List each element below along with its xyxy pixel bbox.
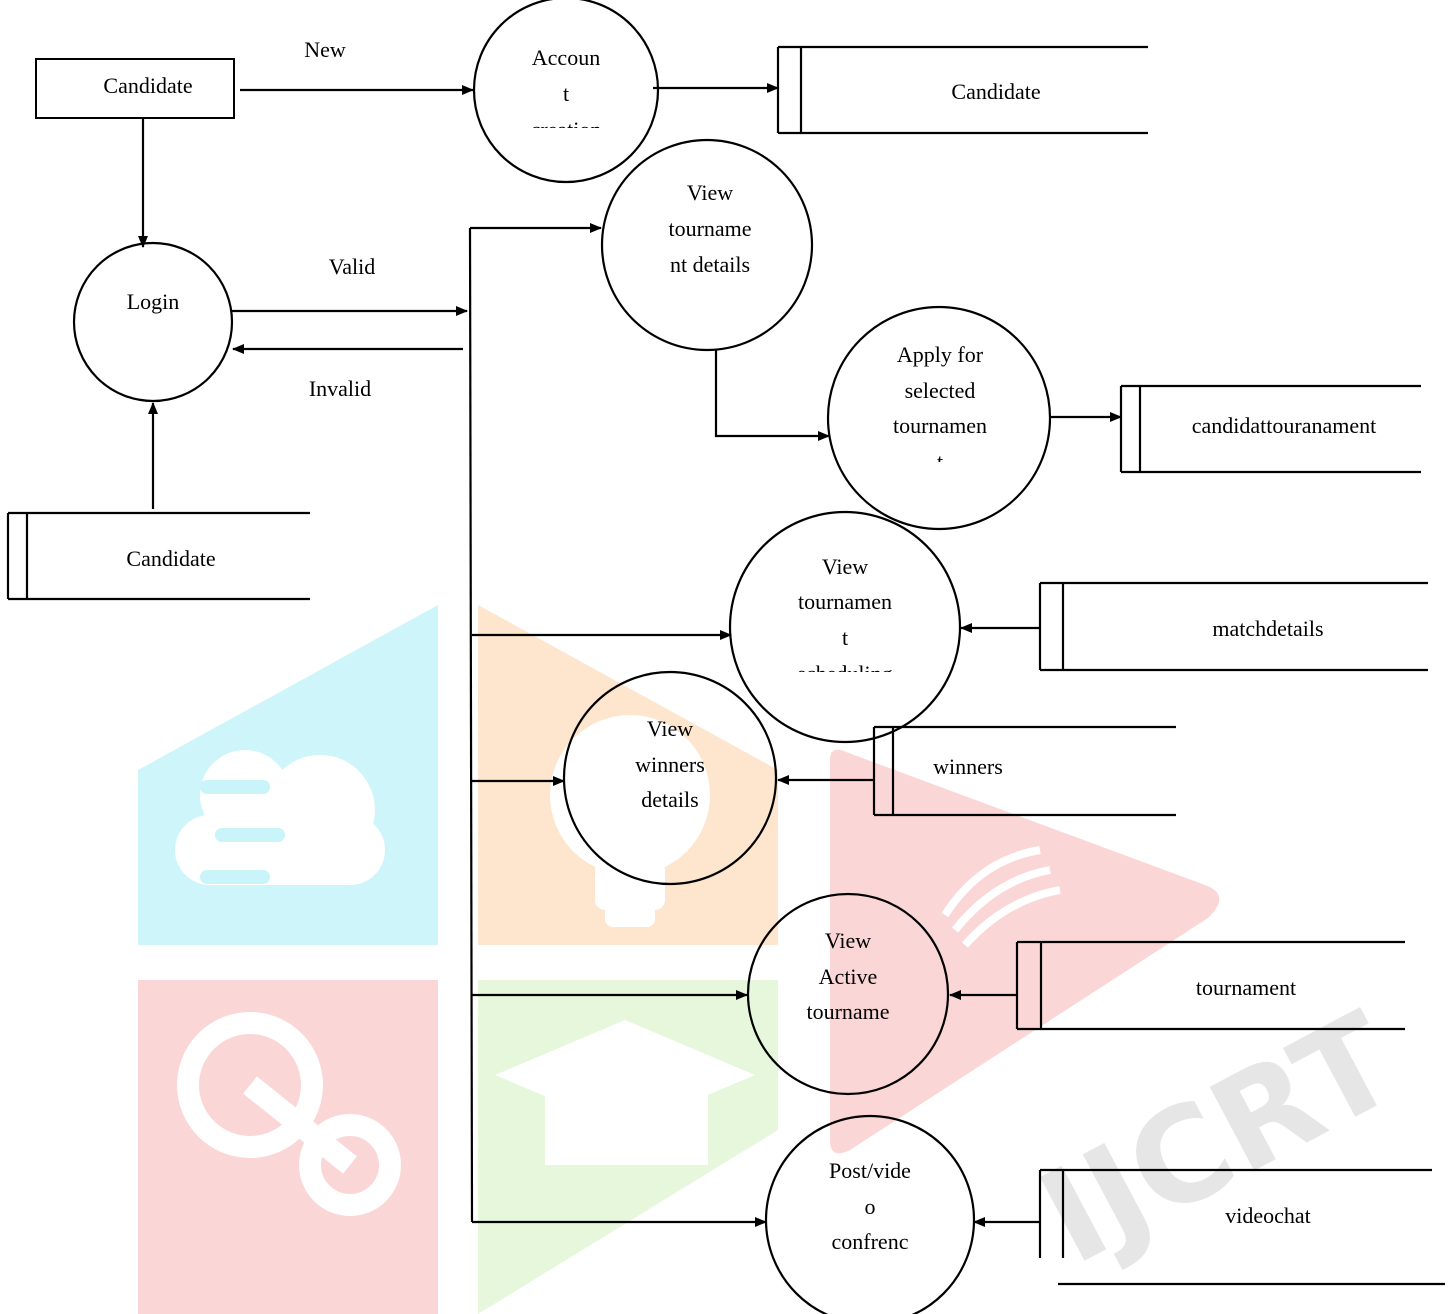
- process-winners-line-1: View: [647, 716, 693, 741]
- book-icon: [941, 846, 1061, 948]
- process-apply-selected-tournament: [826, 305, 1052, 531]
- process-apply-line-1: Apply for: [897, 342, 984, 367]
- process-login: [72, 241, 234, 403]
- process-view-tournament-details-line-2: tourname: [668, 216, 751, 241]
- label-invalid: Invalid: [309, 376, 371, 401]
- store-candidate-left-label: Candidate: [126, 546, 215, 571]
- process-apply-line-2: selected: [905, 378, 976, 403]
- store-candidattouranament-label: candidattouranament: [1192, 413, 1376, 438]
- process-apply-selected-tournament-text: Apply for selected tournamen t: [893, 342, 987, 474]
- process-post-line-1: Post/vide: [829, 1158, 911, 1183]
- entity-candidate-box: [35, 58, 235, 119]
- process-scheduling-line-1: View: [822, 554, 868, 579]
- watermark-red-panel: [830, 749, 1220, 1154]
- store-candidattouranament: candidattouranament: [1119, 384, 1421, 474]
- label-valid: Valid: [329, 254, 375, 279]
- store-candidate-left: Candidate: [6, 511, 310, 601]
- process-apply-line-3: tournamen: [893, 413, 987, 438]
- process-scheduling-line-4: scheduling: [797, 661, 892, 686]
- entity-candidate-label: Candidate: [103, 73, 192, 98]
- main-vertical-bus: [468, 227, 474, 1223]
- process-account-creation-line-2: t: [563, 81, 569, 106]
- arrow-details-to-apply: [714, 350, 830, 441]
- store-videochat-label: videochat: [1225, 1203, 1311, 1228]
- process-scheduling-line-3: t: [842, 625, 848, 650]
- process-winners-line-2: winners: [635, 752, 705, 777]
- process-view-active-tournaments-text: View Active tourname nts: [806, 928, 889, 1060]
- graduation-cap-icon: [495, 1020, 755, 1165]
- store-winners: winners: [872, 725, 1176, 817]
- gear-icon: [177, 1012, 401, 1216]
- cloud-circuit-icon: [175, 750, 385, 885]
- process-post-line-3: confrenc: [832, 1229, 909, 1254]
- process-account-creation: [472, 0, 660, 184]
- store-tournament: tournament: [1015, 940, 1405, 1031]
- process-scheduling-line-2: tournamen: [798, 589, 892, 614]
- process-apply-line-4: t: [937, 449, 943, 474]
- process-login-label: Login: [127, 289, 180, 314]
- label-new: New: [304, 37, 346, 62]
- store-winners-label: winners: [933, 754, 1003, 779]
- store-matchdetails-label: matchdetails: [1212, 616, 1323, 641]
- process-view-tournament-details-line-1: View: [687, 180, 733, 205]
- process-post-line-2: o: [865, 1194, 876, 1219]
- store-candidate-top: Candidate: [776, 45, 1148, 135]
- process-active-line-4: nts: [835, 1035, 861, 1060]
- store-candidate-top-label: Candidate: [951, 79, 1040, 104]
- process-view-tournament-details-line-3: nt details: [670, 252, 750, 277]
- process-active-line-2: Active: [819, 964, 878, 989]
- process-account-creation-line-3: creation: [531, 117, 602, 142]
- store-videochat: videochat: [1038, 1168, 1445, 1286]
- process-post-line-4: e: [865, 1265, 875, 1290]
- process-view-tournament-details: [600, 138, 814, 352]
- process-account-creation-text: Accoun t creation: [531, 45, 602, 142]
- process-account-creation-line-1: Accoun: [532, 45, 600, 70]
- process-view-winners-details: [562, 670, 778, 886]
- store-tournament-label: tournament: [1196, 975, 1296, 1000]
- process-view-active-tournaments: [746, 892, 950, 1096]
- watermark-logo: IJCRT: [138, 605, 1420, 1314]
- process-view-tournament-scheduling-text: View tournamen t scheduling: [797, 554, 892, 686]
- process-active-line-3: tourname: [806, 999, 889, 1024]
- process-winners-line-3: details: [641, 787, 698, 812]
- lightbulb-icon: [550, 715, 710, 927]
- process-post-video-conference-text: Post/vide o confrenc e: [829, 1158, 911, 1290]
- store-matchdetails: matchdetails: [1038, 581, 1428, 672]
- process-active-line-1: View: [825, 928, 871, 953]
